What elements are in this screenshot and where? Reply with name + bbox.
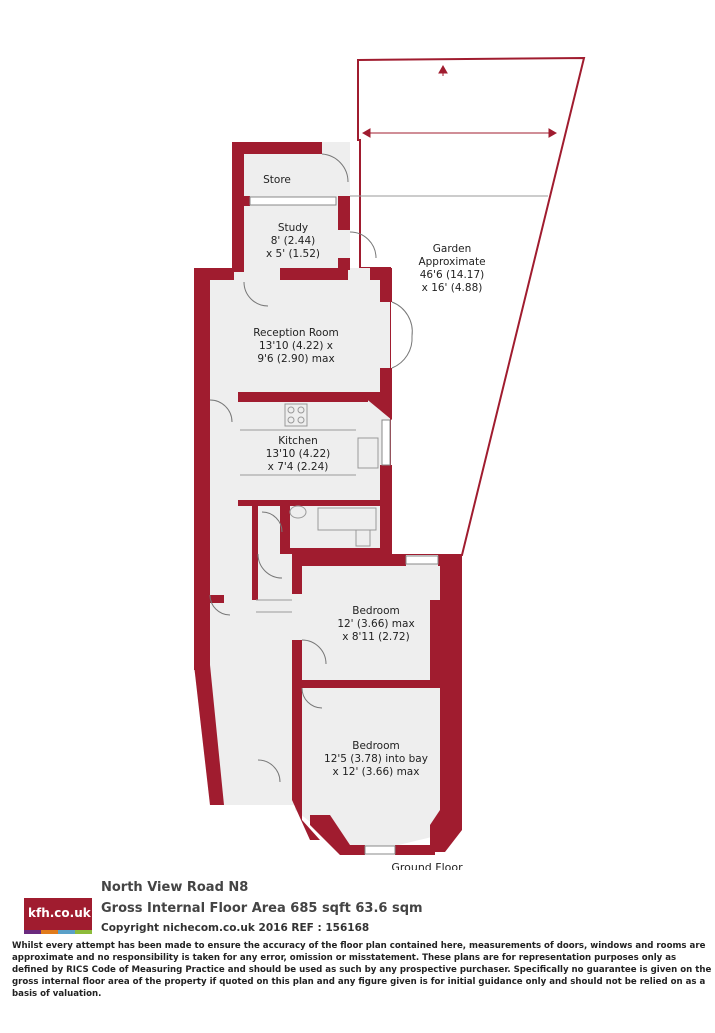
floor-area-text: Gross Internal Floor Area 685 sqft 63.6 … <box>101 901 423 916</box>
kitchen-dim1: 13'10 (4.22) <box>266 448 331 460</box>
study-label: Study <box>278 222 308 234</box>
garden-dim3: x 16' (4.88) <box>422 282 483 294</box>
doors <box>209 153 413 783</box>
copyright-text: Copyright nichecom.co.uk 2016 REF : 1561… <box>101 922 370 934</box>
windows <box>249 196 439 855</box>
garden-dim1: Approximate <box>418 256 485 268</box>
bath <box>317 507 377 531</box>
bedroom1-label: Bedroom <box>352 605 400 617</box>
floor-area <box>194 142 462 855</box>
logo-text: kfh.co.uk <box>28 906 91 920</box>
floor-label: Ground Floor <box>391 861 463 870</box>
study-dim1: 8' (2.44) <box>271 235 315 247</box>
disclaimer: Whilst every attempt has been made to en… <box>12 941 712 999</box>
reception-dim2: 9'6 (2.90) max <box>257 353 334 365</box>
bedroom2-dim2: x 12' (3.66) max <box>333 766 420 778</box>
reception-dim1: 13'10 (4.22) x <box>259 340 333 352</box>
study-dim2: x 5' (1.52) <box>266 248 320 260</box>
garden-arrows <box>361 64 558 138</box>
kitchen-dim2: x 7'4 (2.24) <box>268 461 329 473</box>
bedroom2-dim1: 12'5 (3.78) into bay <box>324 753 428 765</box>
hob <box>284 403 308 427</box>
kitchen-label: Kitchen <box>278 435 317 447</box>
bedroom1-dim1: 12' (3.66) max <box>337 618 414 630</box>
logo-strip <box>24 930 92 934</box>
garden-dim2: 46'6 (14.17) <box>420 269 485 281</box>
bedroom1-dim2: x 8'11 (2.72) <box>342 631 409 643</box>
reception-label: Reception Room <box>253 327 339 339</box>
fixtures <box>240 403 379 613</box>
floor-plan: Store Study 8' (2.44) x 5' (1.52) Garden… <box>194 56 586 870</box>
sink <box>357 437 379 469</box>
store-label: Store <box>263 174 291 186</box>
garden-label: Garden <box>433 243 471 255</box>
bedroom2-label: Bedroom <box>352 740 400 752</box>
walls <box>194 142 462 855</box>
property-title: North View Road N8 <box>101 880 249 895</box>
brand-logo: kfh.co.uk <box>24 898 92 934</box>
